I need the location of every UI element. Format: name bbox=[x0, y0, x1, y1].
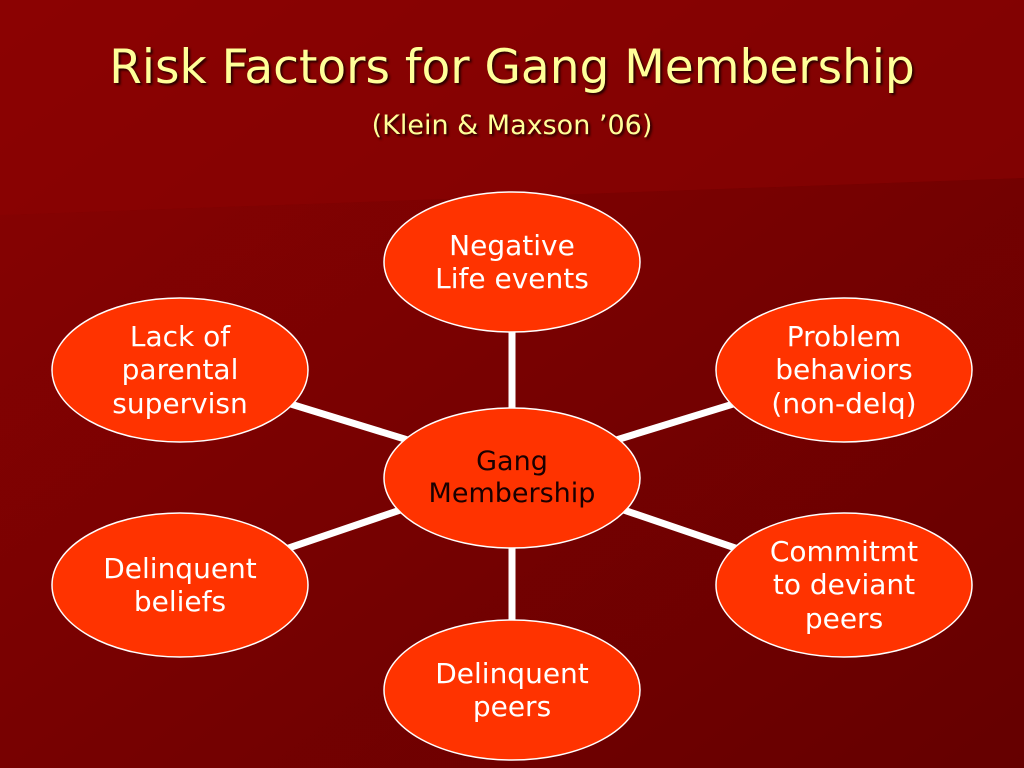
slide-title: Risk Factors for Gang Membership bbox=[109, 40, 915, 95]
node-lack-parental-supervision: Lack of parental supervisn bbox=[112, 320, 248, 420]
node-commitment-deviant-peers-ellipse bbox=[715, 512, 973, 658]
node-problem-behaviors: Problem behaviors (non-delq) bbox=[771, 320, 917, 420]
node-shapes bbox=[51, 191, 973, 761]
node-delinquent-peers-ellipse bbox=[383, 619, 641, 761]
node-problem-behaviors-ellipse bbox=[715, 297, 973, 443]
center-node-ellipse bbox=[383, 407, 641, 549]
node-delinquent-beliefs: Delinquent beliefs bbox=[103, 551, 257, 618]
background-swoosh-band bbox=[0, 0, 1024, 215]
node-delinquent-peers: Delinquent peers bbox=[435, 656, 589, 723]
center-node-gang-membership: Gang Membership bbox=[428, 446, 596, 509]
node-commitment-deviant-peers: Commitmt to deviant peers bbox=[769, 535, 919, 635]
node-lack-parental-supervision-ellipse bbox=[51, 297, 309, 443]
node-negative-life-events-ellipse bbox=[383, 191, 641, 333]
slide-subtitle: (Klein & Maxson ’06) bbox=[371, 110, 653, 141]
node-delinquent-beliefs-ellipse bbox=[51, 512, 309, 658]
node-negative-life-events: Negative Life events bbox=[435, 228, 589, 295]
